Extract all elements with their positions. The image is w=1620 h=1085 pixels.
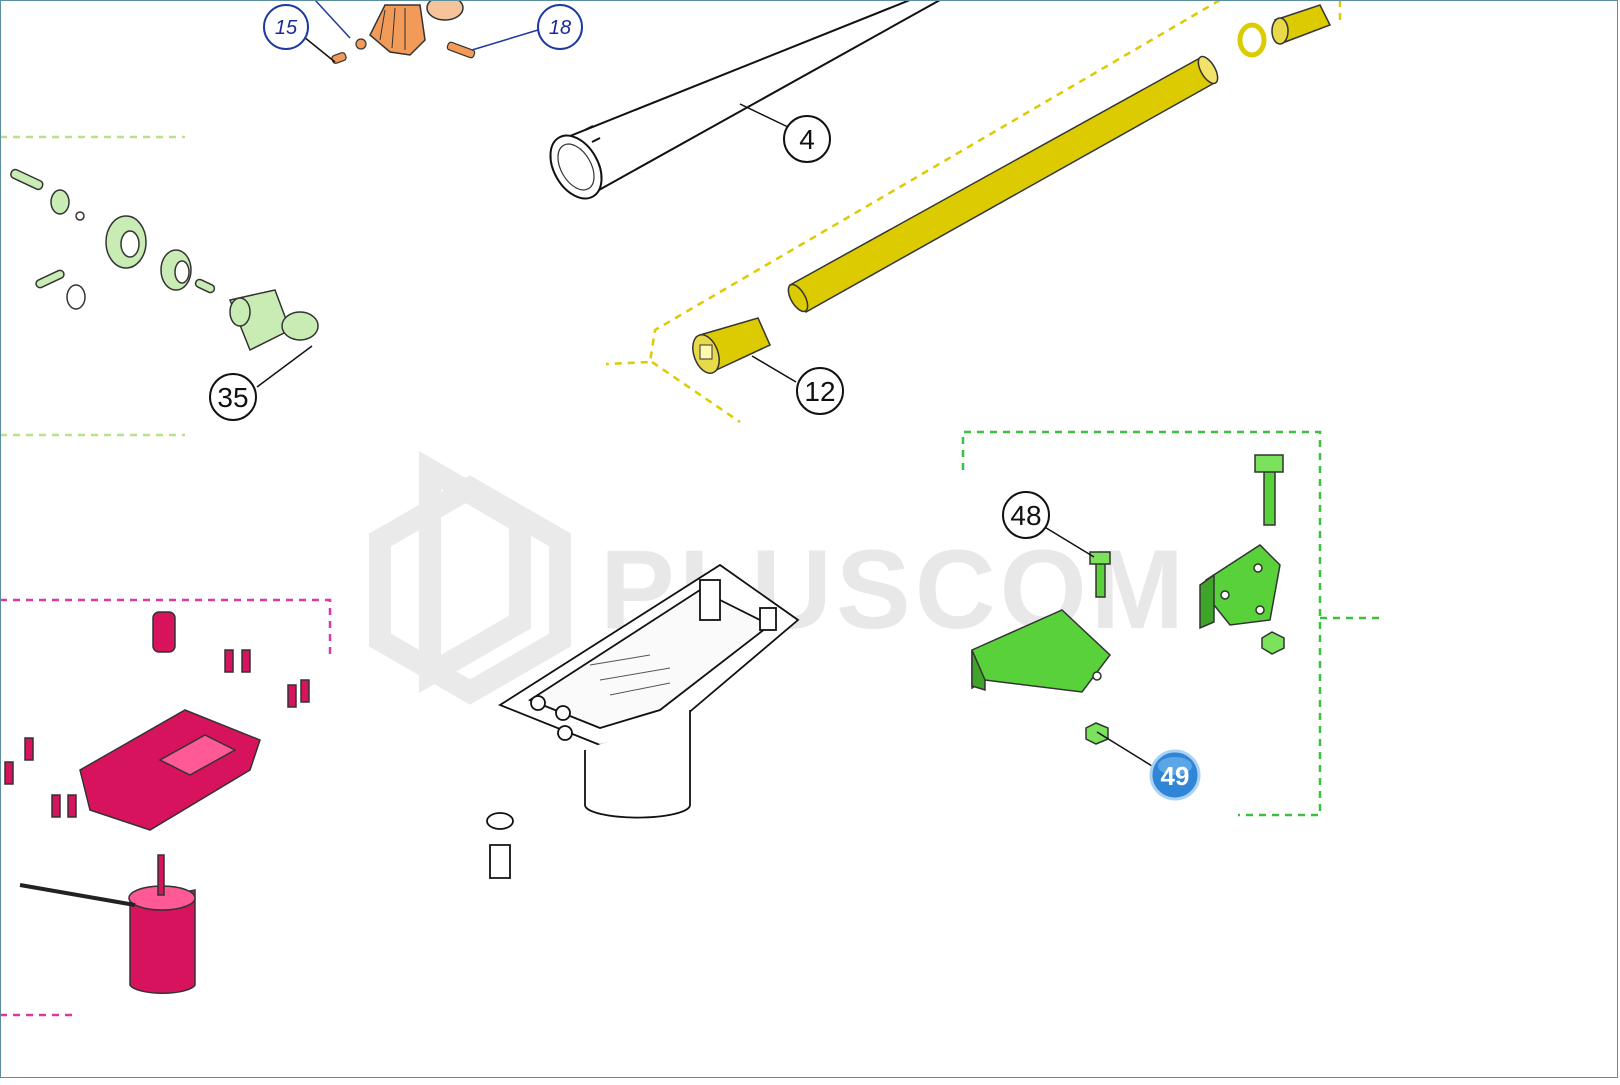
svg-text:48: 48 [1010, 500, 1041, 531]
svg-text:12: 12 [804, 376, 835, 407]
leader-lines [256, 0, 1153, 767]
svg-text:15: 15 [275, 17, 298, 39]
gear-housing [486, 563, 800, 879]
callout-12[interactable]: 12 [796, 367, 844, 415]
lead-screw [787, 55, 1219, 314]
blue-badge-icon [1149, 749, 1201, 801]
shaft-tube [549, 0, 943, 200]
motor-assembly [4, 611, 310, 995]
callout-15[interactable]: 15 [263, 4, 309, 50]
callout-4[interactable]: 4 [783, 115, 831, 163]
svg-text:4: 4 [799, 124, 815, 155]
yellow-bushing [1237, 4, 1332, 58]
hexagon-logo-icon [369, 450, 571, 705]
callout-18[interactable]: 18 [537, 4, 583, 50]
group-outlines [0, 0, 1385, 1017]
callout-35[interactable]: 35 [209, 373, 257, 421]
screw-nut [692, 317, 771, 374]
callout-48[interactable]: 48 [1002, 491, 1050, 539]
svg-text:49: 49 [1161, 761, 1190, 791]
bevel-gear-assembly [331, 0, 476, 64]
callout-49-highlighted[interactable]: 49 [1149, 749, 1201, 801]
mounting-bracket-assembly [971, 454, 1285, 745]
svg-text:35: 35 [217, 382, 248, 413]
svg-text:18: 18 [549, 17, 571, 39]
gear-train-assembly [10, 168, 319, 352]
